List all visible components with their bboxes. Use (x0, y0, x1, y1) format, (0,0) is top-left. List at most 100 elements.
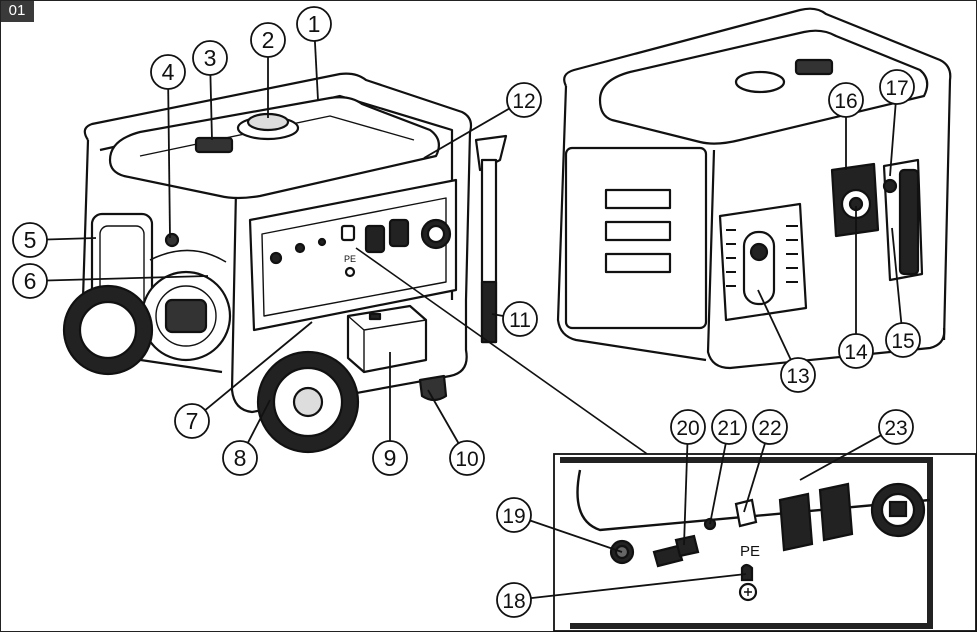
cover-slot-2 (604, 220, 672, 242)
fuel-gauge (194, 136, 234, 154)
callout-7: 7 (174, 321, 313, 439)
callout-number: 20 (676, 417, 699, 440)
callout-circle (449, 440, 485, 476)
callout-number: 5 (24, 227, 37, 253)
callout-11: 11 (491, 301, 538, 337)
detail-panel-edge (576, 469, 931, 532)
detail-socket-2 (818, 482, 854, 542)
detail-socket-1 (778, 492, 814, 552)
detail-panel-rim (560, 457, 933, 629)
callout-leader (167, 88, 171, 239)
callout-2: 2 (250, 22, 286, 118)
detail-pe-label: PE (740, 543, 760, 560)
front-wheel-hub (292, 386, 324, 418)
callout-circle (838, 333, 874, 369)
panel-pe-label-small: PE (344, 254, 356, 264)
callout-number: 4 (162, 59, 175, 85)
fuel-tank (108, 96, 441, 200)
callout-circle (372, 440, 408, 476)
callout-circle (192, 40, 228, 76)
panel-knob (269, 251, 283, 265)
callout-number: 19 (502, 505, 525, 528)
callout-number: 16 (834, 90, 857, 113)
callout-leader (891, 227, 903, 324)
fuel-valve-body (898, 168, 920, 276)
callout-number: 11 (509, 309, 531, 332)
detail-pointer-line (355, 247, 651, 457)
callout-circle (222, 440, 258, 476)
figure-number-badge: 01 (0, 0, 34, 22)
rubber-foot (418, 374, 448, 402)
panel-switch (294, 242, 306, 254)
panel-hour-meter (340, 224, 356, 242)
callout-circle (496, 497, 532, 533)
detail-switch (674, 534, 700, 558)
callout-10: 10 (427, 389, 485, 476)
panel-indicator (317, 237, 327, 247)
panel-ground-small (344, 266, 356, 278)
detail-ground-terminal (740, 563, 754, 582)
callout-leader (529, 519, 623, 553)
rear-fuel-gauge (794, 58, 834, 76)
rear-frame-front (706, 149, 946, 370)
battery-edge (347, 315, 427, 372)
alternator-grille (164, 298, 208, 334)
handle-grip (480, 280, 498, 344)
callout-leader (491, 313, 504, 317)
callout-17: 17 (879, 69, 915, 177)
callout-15: 15 (885, 227, 921, 358)
callout-19: 19 (496, 497, 623, 553)
muffler-fins (726, 225, 798, 287)
callout-circle (496, 582, 532, 618)
panel-socket-1 (364, 224, 386, 254)
callout-circle (670, 409, 706, 445)
callout-circle (174, 403, 210, 439)
callout-number: 10 (455, 448, 478, 471)
callout-20: 20 (670, 409, 706, 546)
callout-circle (879, 69, 915, 105)
callout-leader (46, 275, 209, 282)
control-panel-detail: PE (553, 453, 977, 632)
callout-leader (757, 289, 792, 361)
callout-number: 22 (758, 417, 781, 440)
callout-16: 16 (828, 82, 864, 170)
callout-leader (530, 573, 747, 600)
callout-1: 1 (296, 6, 332, 101)
generator-front-view: PE (62, 72, 508, 454)
callout-leader (889, 103, 897, 177)
callout-circle (752, 409, 788, 445)
oil-plug (164, 232, 180, 248)
callout-number: 8 (234, 445, 247, 471)
callout-number: 2 (262, 27, 275, 53)
callout-8: 8 (222, 399, 271, 476)
choke-lever (882, 178, 898, 194)
callout-leader (427, 389, 460, 444)
callout-circle (885, 322, 921, 358)
callout-21: 21 (709, 409, 747, 525)
cover-slot-1 (604, 188, 672, 210)
detail-socket-3-cover (888, 500, 908, 518)
rear-wheel-rim (78, 300, 138, 360)
callout-circle (711, 409, 747, 445)
callout-12: 12 (423, 82, 542, 159)
callout-leader (209, 74, 213, 141)
detail-breaker (652, 544, 684, 568)
callout-leader (204, 321, 313, 411)
callout-leader (46, 237, 97, 241)
rear-frame-left (556, 85, 707, 362)
callout-number: 18 (502, 590, 525, 613)
callout-18: 18 (496, 573, 747, 618)
callout-number: 14 (844, 341, 868, 364)
callout-circle (12, 222, 48, 258)
callout-leader (709, 443, 727, 525)
alternator-ring (155, 285, 217, 347)
callout-number: 17 (885, 77, 908, 100)
callout-3: 3 (192, 40, 228, 141)
callout-6: 6 (12, 263, 209, 299)
battery-terminal (368, 312, 382, 321)
callout-number: 9 (384, 445, 397, 471)
callout-4: 4 (150, 54, 186, 239)
callout-number: 21 (717, 417, 740, 440)
